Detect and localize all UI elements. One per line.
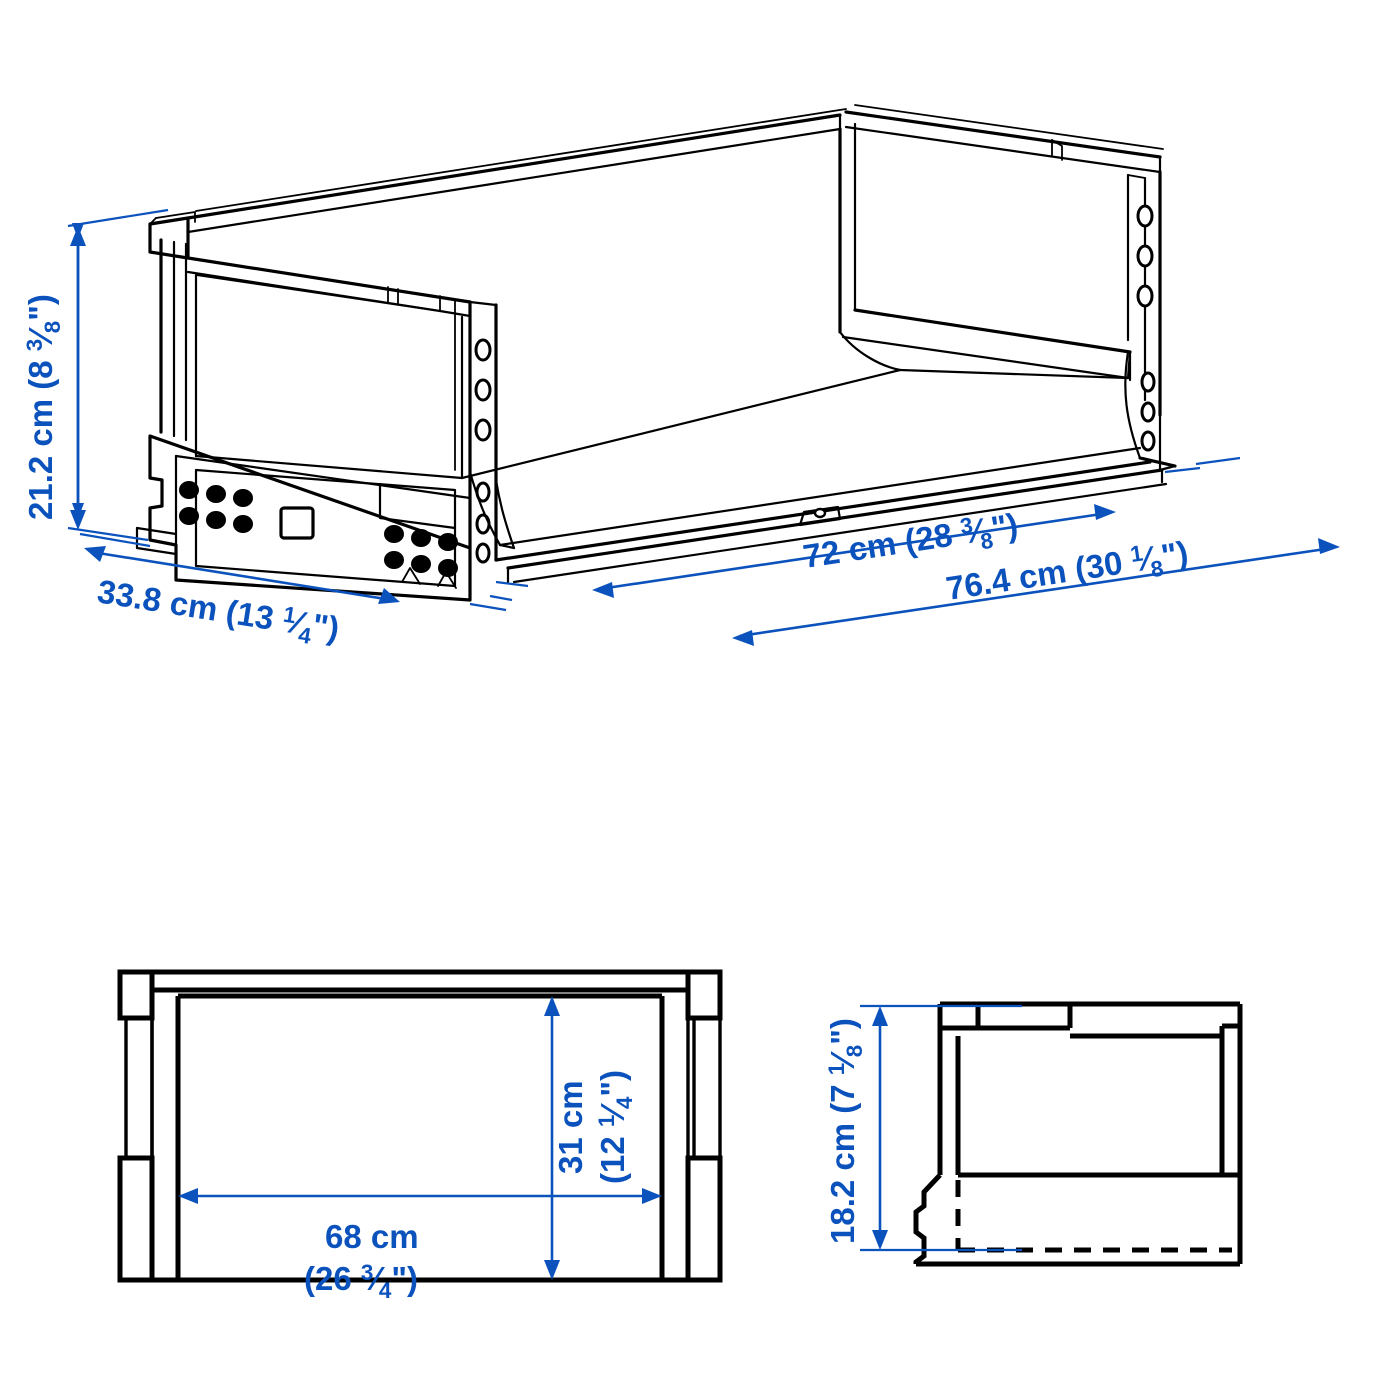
front-elevation-view xyxy=(117,969,723,1283)
iso-perforation-group-right xyxy=(384,525,458,577)
iso-left-panel xyxy=(186,256,472,480)
iso-rear-top-rail xyxy=(186,108,847,234)
dim-side-height xyxy=(860,1004,1022,1252)
isometric-drawer-view xyxy=(135,104,1177,602)
iso-inner-edges xyxy=(195,274,441,312)
dim-iso-depth-label: 33.8 cm (13 1⁄4") xyxy=(94,572,342,653)
dim-side-height-label: 18.2 cm (7 1⁄8") xyxy=(824,1018,867,1244)
iso-front-left-post xyxy=(454,299,516,564)
iso-floor-panel xyxy=(460,368,1168,584)
dim-front-width xyxy=(178,1188,662,1204)
dim-iso-height xyxy=(67,208,169,542)
dim-iso-depth xyxy=(79,532,507,612)
iso-right-panel xyxy=(1124,170,1177,472)
dim-iso-height-label: 21.2 cm (8 3⁄8") xyxy=(22,294,65,520)
iso-front-rail xyxy=(135,434,472,602)
iso-rear-left-corner-bracket xyxy=(148,211,196,260)
side-elevation-view xyxy=(913,1001,1243,1267)
dim-front-height-label-line1: 31 cm xyxy=(552,1080,589,1174)
dim-front-width-label-line1: 68 cm xyxy=(325,1218,419,1255)
iso-back-panel xyxy=(838,122,1132,380)
iso-rear-left-post xyxy=(159,238,188,442)
dim-iso-width-outer xyxy=(489,456,1340,646)
dim-front-width-label-line2: (26 3⁄4") xyxy=(304,1260,418,1303)
dim-front-height xyxy=(544,996,560,1280)
dim-front-height-label-line2: (12 1⁄4") xyxy=(594,1070,637,1184)
iso-perforation-group-left xyxy=(179,481,253,533)
iso-right-top-rail xyxy=(844,104,1164,174)
dim-iso-width-inner xyxy=(495,466,1201,598)
